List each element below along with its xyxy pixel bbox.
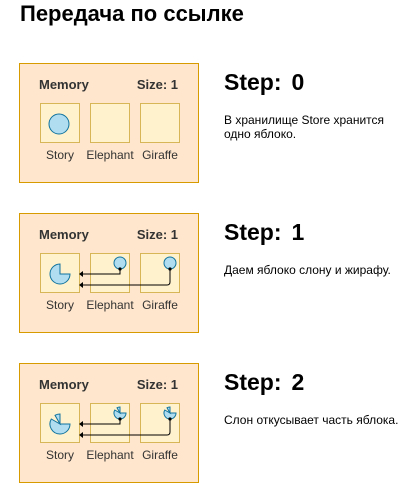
memory-label: Memory	[39, 227, 89, 242]
giraffe-ref-icon	[163, 406, 177, 420]
elephant-arrow	[83, 269, 121, 275]
apple-bitten-icon	[49, 263, 71, 285]
memory-size-label: Size: 1	[136, 77, 178, 92]
memory-size-label: Size: 1	[136, 377, 178, 392]
step-heading: Step: 2	[224, 369, 304, 396]
cell-label-story: Story	[45, 298, 74, 312]
apple-whole-icon	[48, 113, 70, 135]
step-description: В хранилище Store хранится одно яблоко.	[224, 113, 385, 141]
step-label: Step:	[224, 369, 282, 395]
giraffe-arrow	[83, 419, 171, 436]
giraffe-arrowhead-icon	[79, 432, 83, 438]
step-1: Memory Size: 1 Story Elephant Giraffe St…	[0, 213, 410, 335]
step-heading: Step: 1	[224, 219, 304, 246]
memory-box: Memory Size: 1 Story Elephant Giraffe	[19, 213, 199, 333]
page-title: Передача по ссылке	[20, 1, 244, 26]
step-1-graphics	[49, 256, 177, 288]
cell-label-giraffe: Giraffe	[142, 298, 178, 312]
step-0-graphics	[48, 113, 70, 135]
step-label: Step:	[224, 219, 282, 245]
giraffe-ref-icon	[163, 256, 177, 270]
memory-label: Memory	[39, 77, 89, 92]
elephant-arrowhead-icon	[79, 421, 83, 427]
giraffe-arrowhead-icon	[79, 282, 83, 288]
cell-label-story: Story	[45, 148, 74, 162]
step-heading: Step: 0	[224, 69, 304, 96]
cell-giraffe	[140, 103, 180, 143]
cell-label-elephant: Elephant	[86, 298, 134, 312]
cell-elephant	[90, 103, 130, 143]
step-number: 2	[291, 369, 305, 395]
elephant-ref-dot	[118, 267, 122, 271]
memory-label: Memory	[39, 377, 89, 392]
step-0: Memory Size: 1 Story Elephant Giraffe St…	[0, 63, 410, 185]
step-label: Step:	[224, 69, 282, 95]
step-description: Слон откусывает часть яблока.	[224, 413, 399, 427]
giraffe-arrow	[83, 269, 171, 286]
cell-giraffe	[140, 403, 180, 443]
step-2: Memory Size: 1 Story Elephant Giraffe St…	[0, 363, 410, 485]
cell-label-elephant: Elephant	[86, 148, 134, 162]
apple-bitten-twice-icon	[49, 413, 71, 435]
cell-label-story: Story	[45, 448, 74, 462]
elephant-ref-icon	[113, 406, 127, 420]
cell-label-giraffe: Giraffe	[142, 148, 178, 162]
memory-box: Memory Size: 1 Story Elephant Giraffe	[19, 63, 199, 183]
step-number: 0	[291, 69, 305, 95]
cell-label-elephant: Elephant	[86, 448, 134, 462]
memory-box: Memory Size: 1 Story Elephant Giraffe	[19, 363, 199, 483]
memory-size-label: Size: 1	[136, 227, 178, 242]
giraffe-ref-dot	[168, 267, 172, 271]
elephant-arrowhead-icon	[79, 271, 83, 277]
giraffe-ref-dot	[168, 417, 172, 421]
step-description: Даем яблоко слону и жирафу.	[224, 263, 391, 277]
step-number: 1	[291, 219, 305, 245]
cell-label-giraffe: Giraffe	[142, 448, 178, 462]
elephant-ref-dot	[118, 417, 122, 421]
elephant-ref-icon	[113, 256, 127, 270]
step-2-graphics	[49, 406, 177, 438]
elephant-arrow	[83, 419, 121, 425]
cell-elephant	[90, 403, 130, 443]
